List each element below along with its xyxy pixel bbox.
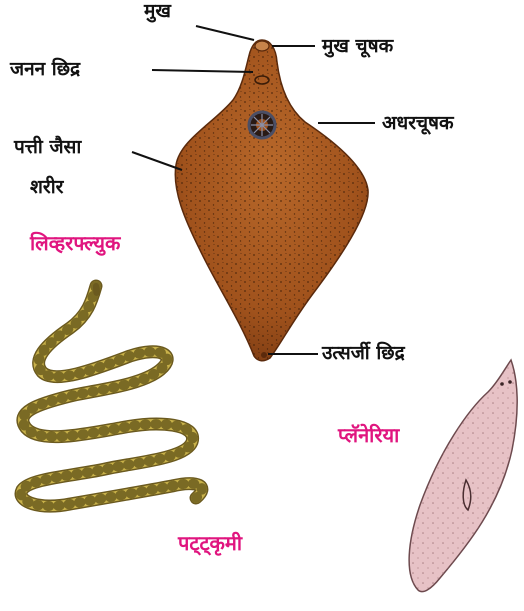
label-leaf-like-body-line1: पत्ती जैसा bbox=[14, 136, 81, 158]
caption-planaria: प्लॅनेरिया bbox=[338, 424, 399, 446]
liver-fluke-figure bbox=[175, 40, 368, 361]
label-oral-sucker: मुख चूषक bbox=[322, 35, 393, 57]
label-genital-pore: जनन छिद्र bbox=[10, 58, 80, 80]
planaria-figure bbox=[409, 360, 517, 592]
caption-liver-fluke: लिव्हरफ्ल्युक bbox=[30, 232, 120, 254]
label-leaf-like-body-line2: शरीर bbox=[30, 176, 63, 198]
excretory-pore-shape bbox=[261, 352, 267, 358]
oral-sucker-shape bbox=[255, 41, 269, 51]
leader-mouth bbox=[196, 26, 254, 40]
label-ventral-sucker: अधरचूषक bbox=[382, 112, 454, 134]
planaria-eyespot-right bbox=[508, 380, 512, 384]
label-mouth: मुख bbox=[144, 0, 171, 22]
planaria-texture bbox=[409, 360, 517, 592]
leader-leaf-like-body bbox=[132, 152, 182, 170]
tapeworm-outline bbox=[21, 286, 202, 506]
label-excretory-pore: उत्सर्जी छिद्र bbox=[322, 342, 405, 364]
planaria-eyespot-left bbox=[500, 382, 504, 386]
tapeworm-scolex bbox=[96, 286, 97, 293]
ventral-sucker-shape bbox=[249, 112, 275, 138]
liver-fluke-speckles bbox=[175, 40, 368, 361]
leader-genital-pore bbox=[152, 70, 253, 72]
caption-tapeworm: पट्ट्कृमी bbox=[178, 532, 242, 554]
tapeworm-figure bbox=[21, 286, 202, 506]
